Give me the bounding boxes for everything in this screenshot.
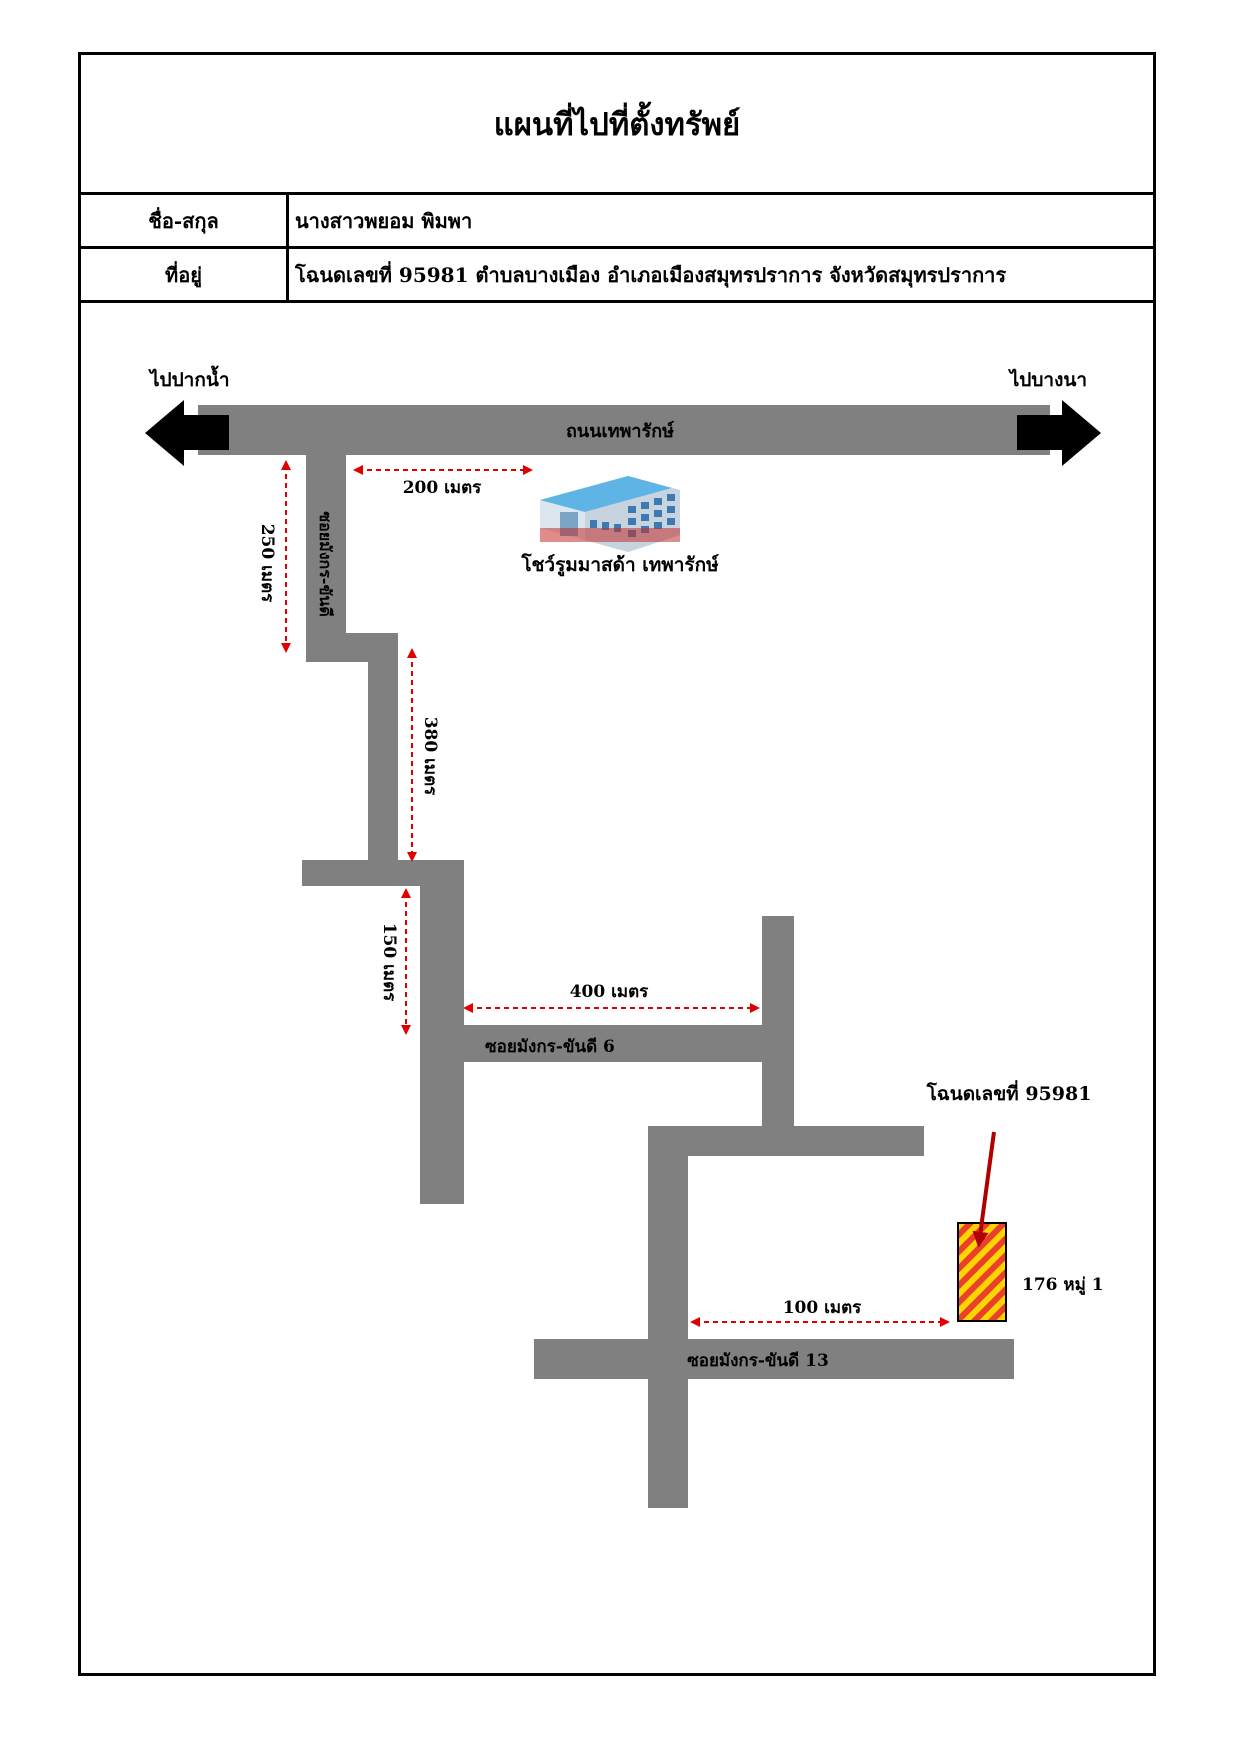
pointer-arrow-icon [972,1131,996,1248]
soi-6-label: ซอยมังกร-ขันดี 6 [485,1036,615,1057]
distance-150-label: 150 เมตร [379,923,399,1002]
inner-road-vertical [648,1126,688,1508]
main-road [198,405,1050,455]
soi-main-segment-2 [368,633,398,863]
address-value: โฉนดเลขที่ 95981 ตำบลบางเมือง อำเภอเมือง… [295,262,1007,287]
title-row: แผนที่ไปที่ตั้งทรัพย์ [81,55,1153,195]
soi-13-road [534,1339,1014,1379]
inner-road-horizontal [648,1126,924,1156]
distance-250-label: 250 เมตร [257,524,277,603]
address-row: ที่อยู่ โฉนดเลขที่ 95981 ตำบลบางเมือง อำ… [81,249,1153,303]
soi-6-vertical [762,916,794,1128]
soi-6-road [420,1025,793,1062]
building-icon [540,476,680,552]
soi-main-label: ซอยมังกร-ขันดี [316,511,335,616]
deed-label: โฉนดเลขที่ 95981 [926,1080,1092,1105]
address-label: ที่อยู่ [81,249,289,300]
distance-380-label: 380 เมตร [420,717,440,796]
distance-200-label: 200 เมตร [403,478,482,498]
page-title: แผนที่ไปที่ตั้งทรัพย์ [493,106,741,143]
property-plot [957,1222,1007,1322]
direction-right-label: ไปบางนา [1008,368,1087,391]
soi-main-segment-1 [306,455,346,662]
soi-13-label: ซอยมังกร-ขันดี 13 [687,1350,829,1371]
distance-400-label: 400 เมตร [570,982,649,1002]
roads [198,405,1050,1508]
main-road-label: ถนนเทพารักษ์ [566,420,674,442]
map-sheet: แผนที่ไปที่ตั้งทรัพย์ ชื่อ-สกุล นางสาวพย… [78,52,1156,1676]
house-number-label: 176 หมู่ 1 [1022,1275,1104,1296]
distance-100-label: 100 เมตร [783,1298,862,1318]
name-label: ชื่อ-สกุล [81,195,289,246]
landmark-label: โชว์รูมมาสด้า เทพารักษ์ [520,553,719,577]
arrow-right-icon [1017,400,1101,466]
arrow-left-icon [145,400,229,466]
direction-left-label: ไปปากน้ำ [148,365,230,391]
name-value: นางสาวพยอม พิมพา [295,208,473,233]
name-row: ชื่อ-สกุล นางสาวพยอม พิมพา [81,195,1153,249]
